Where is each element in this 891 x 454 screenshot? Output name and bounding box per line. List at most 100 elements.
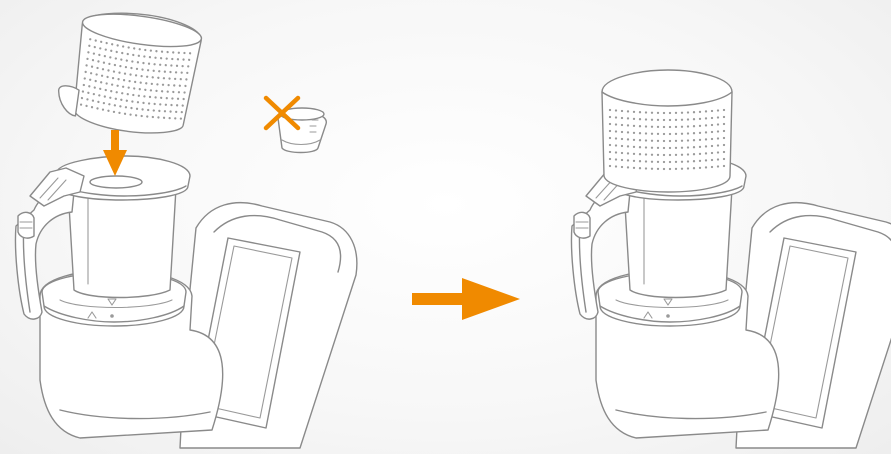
perforation-dot	[675, 119, 677, 121]
perforation-dot	[681, 147, 683, 149]
perforation-dot	[669, 154, 671, 156]
perforation-dot	[639, 146, 641, 148]
perforation-dot	[645, 160, 647, 162]
perforation-dot	[633, 111, 635, 113]
perforation-dot	[657, 161, 659, 163]
perforation-dot	[657, 140, 659, 142]
perforation-dot	[687, 111, 689, 113]
perforation-dot	[723, 137, 725, 139]
perforation-dot	[717, 130, 719, 132]
perforation-dot	[705, 159, 707, 161]
lid-opening	[90, 176, 142, 188]
perforation-dot	[723, 151, 725, 153]
perforation-dot	[627, 117, 629, 119]
perforation-dot	[711, 166, 713, 168]
perforation-dot	[627, 159, 629, 161]
perforation-dot	[651, 119, 653, 121]
perforation-dot	[699, 111, 701, 113]
perforation-dot	[723, 116, 725, 118]
perforation-dot	[609, 109, 611, 111]
perforation-dot	[615, 165, 617, 167]
perforation-dot	[723, 158, 725, 160]
step-after	[571, 70, 891, 448]
perforation-dot	[723, 130, 725, 132]
perforation-dot	[705, 131, 707, 133]
perforation-dot	[621, 117, 623, 119]
perforation-dot	[639, 160, 641, 162]
perforation-dot	[669, 161, 671, 163]
perforation-dot	[633, 118, 635, 120]
perforation-dot	[657, 112, 659, 114]
perforation-dot	[621, 110, 623, 112]
perforation-dot	[699, 153, 701, 155]
perforation-dot	[633, 160, 635, 162]
perforation-dot	[639, 153, 641, 155]
perforation-dot	[681, 154, 683, 156]
perforation-dot	[645, 132, 647, 134]
perforation-dot	[675, 133, 677, 135]
perforation-dot	[633, 125, 635, 127]
perforation-dot	[663, 140, 665, 142]
perforation-dot	[627, 152, 629, 154]
perforation-dot	[675, 168, 677, 170]
perforation-dot	[669, 126, 671, 128]
perforation-dot	[669, 133, 671, 135]
perforation-dot	[675, 154, 677, 156]
perforation-dot	[699, 139, 701, 141]
perforation-dot	[651, 161, 653, 163]
perforation-dot	[609, 151, 611, 153]
step-before	[15, 4, 356, 448]
perforation-dot	[609, 137, 611, 139]
perforation-dot	[699, 132, 701, 134]
perforation-dot	[657, 147, 659, 149]
perforation-dot	[717, 151, 719, 153]
perforation-dot	[627, 124, 629, 126]
perforation-dot	[615, 116, 617, 118]
perforation-dot	[693, 160, 695, 162]
perforation-dot	[681, 126, 683, 128]
perforation-dot	[633, 167, 635, 169]
perforation-dot	[699, 146, 701, 148]
perforation-dot	[663, 147, 665, 149]
perforation-dot	[711, 145, 713, 147]
perforation-dot	[651, 126, 653, 128]
perforation-dot	[723, 123, 725, 125]
perforation-dot	[657, 133, 659, 135]
perforation-dot	[639, 167, 641, 169]
perforation-dot	[693, 167, 695, 169]
perforation-dot	[651, 112, 653, 114]
perforation-dot	[675, 140, 677, 142]
perforation-dot	[609, 116, 611, 118]
perforation-dot	[627, 166, 629, 168]
perforation-dot	[717, 123, 719, 125]
perforation-dot	[651, 133, 653, 135]
perforation-dot	[621, 145, 623, 147]
perforation-dot	[645, 167, 647, 169]
perforation-dot	[621, 131, 623, 133]
perforation-dot	[615, 151, 617, 153]
perforation-dot	[687, 139, 689, 141]
perforation-dot	[717, 137, 719, 139]
perforation-dot	[723, 144, 725, 146]
appliance-before	[15, 156, 356, 448]
perforation-dot	[645, 111, 647, 113]
perforation-dot	[663, 168, 665, 170]
perforation-dot	[687, 146, 689, 148]
perforation-dot	[717, 116, 719, 118]
perforation-dot	[705, 138, 707, 140]
perforation-dot	[687, 153, 689, 155]
perforation-dot	[669, 119, 671, 121]
perforation-dot	[705, 110, 707, 112]
perforation-dot	[675, 126, 677, 128]
perforation-dot	[687, 132, 689, 134]
perforation-dot	[717, 109, 719, 111]
perforation-dot	[669, 168, 671, 170]
perforation-dot	[687, 160, 689, 162]
perforation-dot	[615, 144, 617, 146]
perforation-dot	[663, 161, 665, 163]
perforation-dot	[651, 147, 653, 149]
perforation-dot	[687, 125, 689, 127]
perforation-dot	[621, 159, 623, 161]
crossed-out-measuring-cup	[266, 98, 326, 153]
